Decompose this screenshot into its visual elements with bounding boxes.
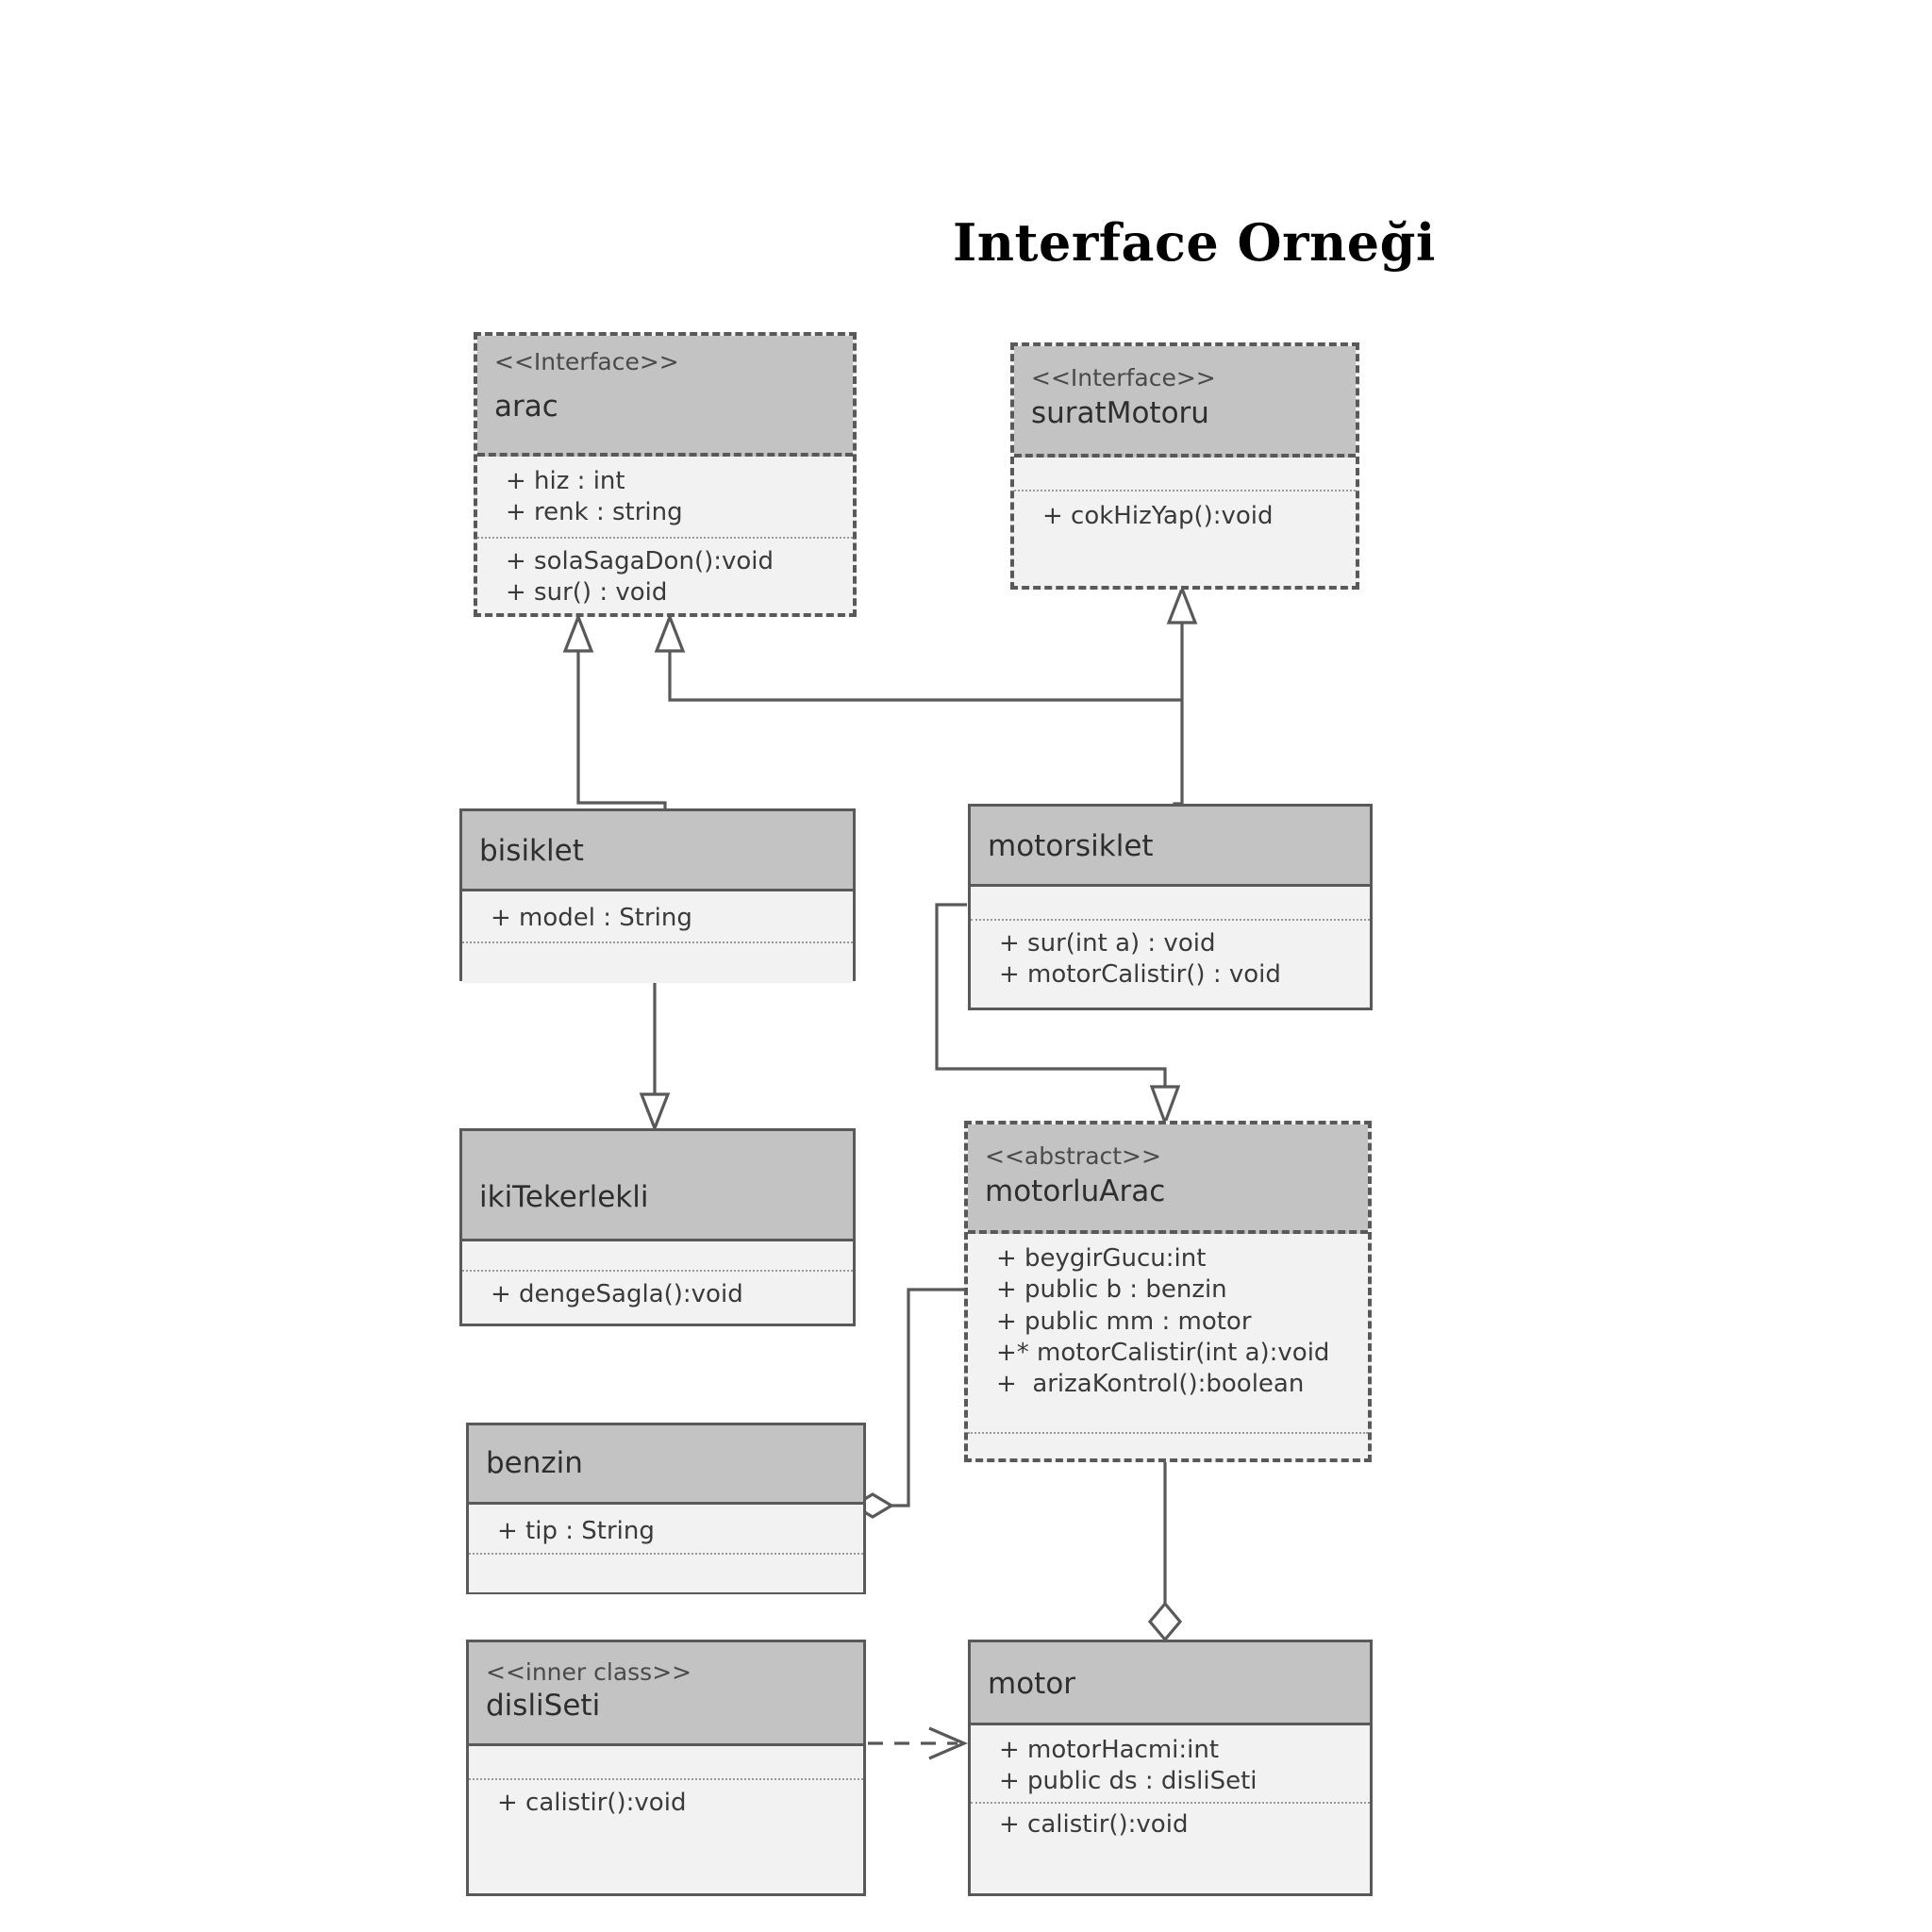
class-box-benzin[interactable]: benzin + tip : String	[466, 1423, 866, 1594]
class-body-motorluarac: + beygirGucu:int + public b : benzin + p…	[968, 1234, 1368, 1439]
class-header-arac: <<Interface>> arac	[477, 336, 853, 457]
class-body-arac: + hiz : int + renk : string + solaSagaDo…	[477, 457, 853, 609]
connector-motorluarac-to-benzin	[850, 1288, 967, 1519]
member-row: + tip : String	[497, 1517, 655, 1545]
member-row: + beygirGucu:int	[996, 1244, 1207, 1273]
attributes-suratmotoru	[1014, 458, 1356, 490]
member-row: + arizaKontrol():boolean	[996, 1370, 1305, 1399]
member-row: + motorHacmi:int	[999, 1736, 1220, 1764]
attributes-bisiklet: + model : String	[462, 891, 853, 941]
class-name-bisiklet: bisiklet	[479, 834, 584, 868]
operations-suratmotoru: + cokHizYap():void	[1014, 490, 1356, 532]
empty-attributes	[971, 887, 1370, 919]
operations-motorluarac	[968, 1432, 1368, 1438]
member-row: + cokHizYap():void	[1042, 502, 1274, 530]
attributes-ikitekerlekli	[462, 1241, 853, 1270]
class-header-motorluarac: <<abstract>> motorluArac	[968, 1124, 1368, 1234]
operations-arac: + solaSagaDon():void + sur() : void	[477, 536, 853, 609]
class-header-bisiklet: bisiklet	[462, 811, 853, 891]
member-row: + calistir():void	[497, 1789, 687, 1817]
empty-operations	[462, 943, 853, 983]
connector-dislisetii-to-motor	[868, 1726, 969, 1760]
connector-motorluarac-to-motor	[1147, 1460, 1183, 1642]
class-name-benzin: benzin	[486, 1446, 583, 1480]
member-row: + solaSagaDon():void	[506, 546, 774, 575]
operations-motorsiklet: + sur(int a) : void + motorCalistir() : …	[971, 919, 1370, 991]
member-row: + motorCalistir() : void	[999, 960, 1281, 990]
class-body-disliseti: + calistir():void	[469, 1746, 863, 1820]
member-row: + public ds : disliSeti	[999, 1767, 1257, 1796]
page-title: Interface Orneği	[953, 212, 1436, 273]
stereotype-motorluarac: <<abstract>>	[985, 1142, 1161, 1170]
class-header-motor: motor	[971, 1642, 1370, 1725]
member-row: + public b : benzin	[996, 1275, 1227, 1305]
class-box-motorluarac[interactable]: <<abstract>> motorluArac + beygirGucu:in…	[964, 1121, 1372, 1462]
member-row: + public mm : motor	[996, 1307, 1252, 1336]
attributes-motorluarac: + beygirGucu:int + public b : benzin + p…	[968, 1234, 1368, 1400]
operations-motor: + calistir():void	[971, 1801, 1370, 1840]
member-row: + renk : string	[506, 498, 683, 527]
class-name-ikitekerlekli: ikiTekerlekli	[479, 1180, 649, 1214]
connector-bisiklet-to-ikitekerlekli	[639, 981, 671, 1133]
class-body-motor: + motorHacmi:int + public ds : disliSeti…	[971, 1725, 1370, 1840]
connector-motorsiklet-to-suratmotoru	[1166, 584, 1198, 811]
class-header-disliseti: <<inner class>> disliSeti	[469, 1642, 863, 1746]
attributes-disliseti	[469, 1746, 863, 1778]
connector-bisiklet-to-arac	[562, 612, 667, 811]
class-box-suratmotoru[interactable]: <<Interface>> suratMotoru + cokHizYap():…	[1010, 342, 1359, 590]
attributes-benzin: + tip : String	[469, 1505, 863, 1553]
class-box-ikitekerlekli[interactable]: ikiTekerlekli + dengeSagla():void	[459, 1128, 856, 1326]
empty-operations	[469, 1555, 863, 1592]
class-name-arac: arac	[494, 389, 558, 424]
operations-disliseti: + calistir():void	[469, 1778, 863, 1819]
member-row: + model : String	[491, 904, 692, 932]
class-name-suratmotoru: suratMotoru	[1031, 395, 1209, 430]
class-header-motorsiklet: motorsiklet	[971, 807, 1370, 887]
class-body-benzin: + tip : String	[469, 1505, 863, 1593]
class-body-motorsiklet: + sur(int a) : void + motorCalistir() : …	[971, 887, 1370, 991]
class-box-arac[interactable]: <<Interface>> arac + hiz : int + renk : …	[474, 332, 857, 617]
class-name-motorluarac: motorluArac	[985, 1174, 1166, 1208]
operations-benzin	[469, 1553, 863, 1592]
operations-ikitekerlekli: + dengeSagla():void	[462, 1270, 853, 1310]
attributes-arac: + hiz : int + renk : string	[477, 457, 853, 537]
class-body-bisiklet: + model : String	[462, 891, 853, 984]
class-name-motorsiklet: motorsiklet	[988, 829, 1154, 863]
member-row: + dengeSagla():void	[491, 1280, 743, 1308]
class-box-motorsiklet[interactable]: motorsiklet + sur(int a) : void + motorC…	[968, 804, 1373, 1010]
member-row: + sur(int a) : void	[999, 929, 1216, 958]
class-body-ikitekerlekli: + dengeSagla():void	[462, 1241, 853, 1311]
member-row: + sur() : void	[506, 577, 668, 607]
class-name-disliseti: disliSeti	[486, 1688, 601, 1723]
attributes-motor: + motorHacmi:int + public ds : disliSeti	[971, 1725, 1370, 1802]
stereotype-suratmotoru: <<Interface>>	[1031, 364, 1216, 391]
stereotype-arac: <<Interface>>	[494, 348, 679, 375]
operations-bisiklet	[462, 941, 853, 983]
class-body-suratmotoru: + cokHizYap():void	[1014, 458, 1356, 533]
stereotype-disliseti: <<inner class>>	[486, 1658, 692, 1686]
member-row: + calistir():void	[999, 1809, 1189, 1839]
member-row: + hiz : int	[506, 467, 625, 495]
empty-attributes	[462, 1241, 853, 1270]
connector-motorsiklet-to-arac	[654, 612, 1182, 702]
class-box-disliseti[interactable]: <<inner class>> disliSeti + calistir():v…	[466, 1640, 866, 1896]
class-header-suratmotoru: <<Interface>> suratMotoru	[1014, 346, 1356, 458]
class-box-bisiklet[interactable]: bisiklet + model : String	[459, 808, 856, 984]
empty-attributes	[1014, 458, 1356, 490]
class-box-motor[interactable]: motor + motorHacmi:int + public ds : dis…	[968, 1640, 1373, 1896]
class-header-benzin: benzin	[469, 1425, 863, 1505]
empty-attributes	[469, 1746, 863, 1778]
class-name-motor: motor	[988, 1667, 1076, 1701]
attributes-motorsiklet	[971, 887, 1370, 919]
empty-operations	[968, 1434, 1368, 1438]
class-header-ikitekerlekli: ikiTekerlekli	[462, 1131, 853, 1241]
member-row: +* motorCalistir(int a):void	[996, 1338, 1330, 1367]
